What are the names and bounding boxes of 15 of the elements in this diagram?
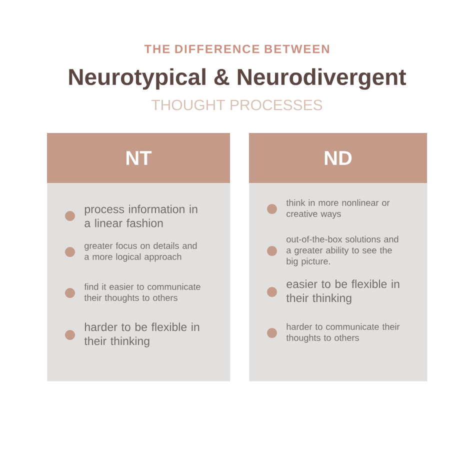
bullet-text: out-of-the-box solutions and a greater ability to see the big picture.: [286, 236, 398, 266]
column-card: [249, 133, 428, 382]
heading-text: THE DIFFERENCE BETWEEN: [144, 44, 329, 54]
column-heading: ND: [324, 151, 352, 165]
title: Neurotypical & Neurodivergent: [69, 68, 406, 90]
column-heading: NT: [126, 151, 152, 165]
bullet-text: find it easier to communicate their thoughts to others: [84, 283, 200, 303]
bullet-text: harder to communicate their thoughts to others: [286, 323, 400, 343]
bullet-text: harder to be flexible in their thinking: [84, 322, 200, 348]
bullet-text: process information in a linear fashion: [84, 204, 198, 228]
bullet-text: easier to be flexible in their thinking: [286, 280, 400, 304]
bullet-text: greater focus on details and a more logical approach: [84, 242, 197, 262]
column-card: [47, 133, 230, 382]
bullet-text: think in more nonlinear or creative ways: [286, 199, 390, 219]
subtitle: THOUGHT PROCESSES: [152, 100, 322, 110]
